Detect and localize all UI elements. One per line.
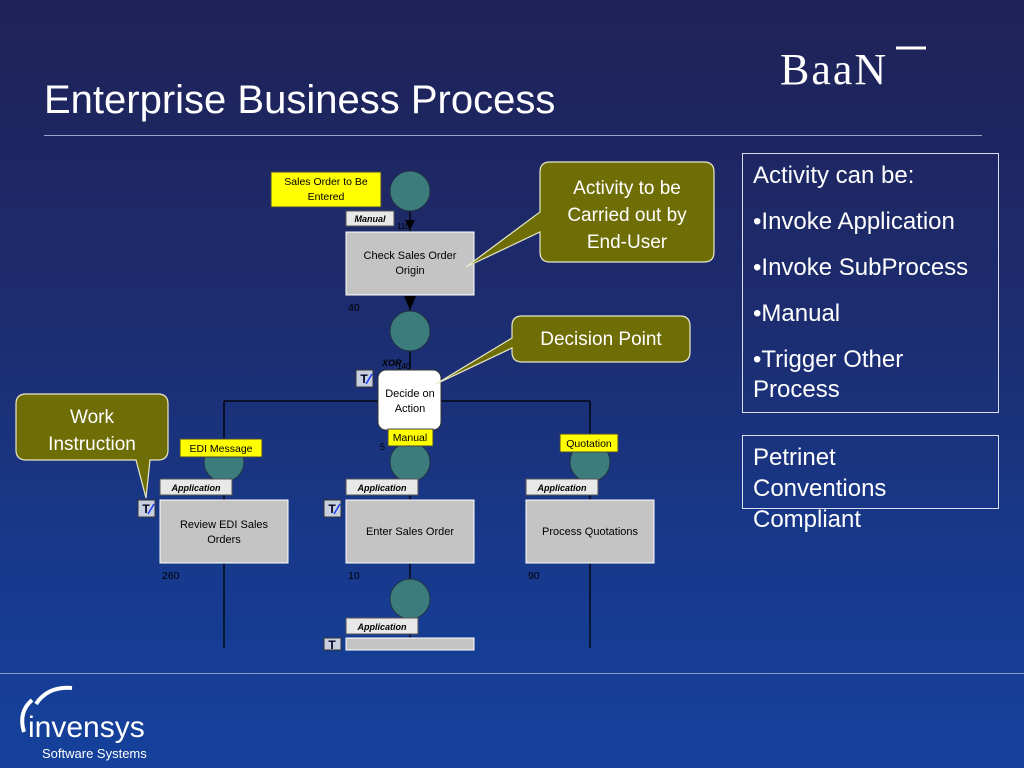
work-instruction-icon-next: T: [323, 637, 342, 652]
activity-enter-sales-order: Enter Sales Order: [345, 499, 475, 564]
label-90: 90: [528, 570, 540, 582]
svg-text:Origin: Origin: [395, 265, 424, 277]
activity-review-edi-sales-orders: Review EDI Sales Orders: [159, 499, 289, 564]
svg-text:Entered: Entered: [308, 191, 345, 203]
activity-item: Process: [753, 376, 840, 403]
activity-types-panel: Activity can be: •Invoke Application •In…: [742, 153, 999, 413]
label-110: 110: [397, 222, 410, 231]
svg-text:EDI Message: EDI Message: [189, 443, 252, 455]
label-140: 140: [397, 362, 411, 371]
petrinet-line: Conventions: [753, 475, 887, 502]
footer-divider: [0, 673, 1024, 674]
tag-xor: XOR: [381, 358, 402, 368]
tag-manual-yellow: Manual: [387, 428, 434, 447]
activity-heading: Activity can be:: [753, 162, 915, 189]
svg-text:Sales Order to Be: Sales Order to Be: [284, 176, 368, 188]
svg-text:Application: Application: [537, 483, 588, 493]
tag-manual-check: Manual: [345, 210, 395, 227]
svg-text:Manual: Manual: [354, 214, 386, 224]
activity-process-quotations: Process Quotations: [525, 499, 655, 564]
brand-subtitle: Software Systems: [42, 746, 147, 761]
place-start: [389, 170, 431, 212]
decision-decide-on-action: Decide on Action: [377, 369, 442, 431]
work-instruction-icon-decision: T: [355, 369, 374, 388]
svg-text:Quotation: Quotation: [566, 438, 612, 450]
trigger-quotation: Quotation: [559, 433, 619, 453]
svg-text:Application: Application: [357, 483, 408, 493]
callout-decision-point: Decision Point: [435, 315, 691, 385]
svg-text:T: T: [142, 502, 150, 516]
svg-text:T: T: [360, 372, 368, 386]
svg-text:Decision Point: Decision Point: [540, 329, 662, 350]
tag-application-process: Application: [525, 478, 599, 496]
svg-text:T: T: [328, 502, 336, 516]
tag-application-review: Application: [159, 478, 233, 496]
page-title: Enterprise Business Process: [44, 78, 556, 122]
svg-text:Action: Action: [395, 403, 426, 415]
tag-application-next: Application: [345, 617, 419, 635]
work-instruction-icon-review: T: [137, 499, 156, 518]
petrinet-line: Petrinet: [753, 444, 836, 471]
label-260: 260: [162, 570, 180, 582]
svg-text:Application: Application: [357, 622, 408, 632]
label-40: 40: [348, 302, 360, 314]
activity-item: •Manual: [753, 300, 841, 327]
invensys-logo: invensys Software Systems: [20, 685, 147, 761]
callout-activity: Activity to be Carried out by End-User: [465, 161, 715, 268]
svg-text:Application: Application: [171, 483, 222, 493]
activity-item: •Trigger Other: [753, 346, 904, 373]
work-instruction-icon-enter: T: [323, 499, 342, 518]
brand-name: invensys: [28, 711, 145, 744]
place-decision: [389, 310, 431, 352]
svg-text:Decide on: Decide on: [385, 388, 435, 400]
baan-logo-text: BaaN: [780, 45, 888, 94]
label-10: 10: [348, 570, 360, 582]
petrinet-panel: Petrinet Conventions Compliant: [742, 435, 999, 533]
svg-text:Carried out by: Carried out by: [567, 205, 687, 226]
activity-item: •Invoke SubProcess: [753, 254, 969, 281]
trigger-edi-message: EDI Message: [179, 438, 263, 458]
svg-text:Enter Sales Order: Enter Sales Order: [366, 526, 454, 538]
svg-text:Process Quotations: Process Quotations: [542, 526, 638, 538]
invensys-swoosh-icon: [34, 685, 73, 706]
place-next: [389, 578, 431, 620]
svg-text:Manual: Manual: [393, 432, 427, 444]
svg-text:Check Sales Order: Check Sales Order: [364, 250, 457, 262]
baan-logo: BaaN: [780, 45, 926, 94]
tag-application-enter: Application: [345, 478, 419, 496]
svg-text:Work: Work: [70, 407, 114, 428]
callout-work-instruction: Work Instruction: [15, 393, 169, 499]
svg-text:T: T: [328, 638, 336, 652]
petrinet-line: Compliant: [753, 506, 862, 533]
svg-text:Instruction: Instruction: [48, 434, 136, 455]
svg-text:Activity to be: Activity to be: [573, 178, 681, 199]
trigger-sales-order: Sales Order to Be Entered: [270, 171, 382, 208]
title-divider: [44, 135, 982, 136]
activity-check-sales-order: Check Sales Order Origin: [345, 231, 475, 296]
label-5: 5: [380, 442, 385, 452]
activity-item: •Invoke Application: [753, 208, 955, 235]
svg-text:Review EDI Sales: Review EDI Sales: [180, 519, 269, 531]
svg-text:Orders: Orders: [207, 534, 241, 546]
svg-text:End-User: End-User: [587, 232, 668, 253]
activity-next-partial: [345, 637, 475, 651]
place-enter: [389, 441, 431, 483]
